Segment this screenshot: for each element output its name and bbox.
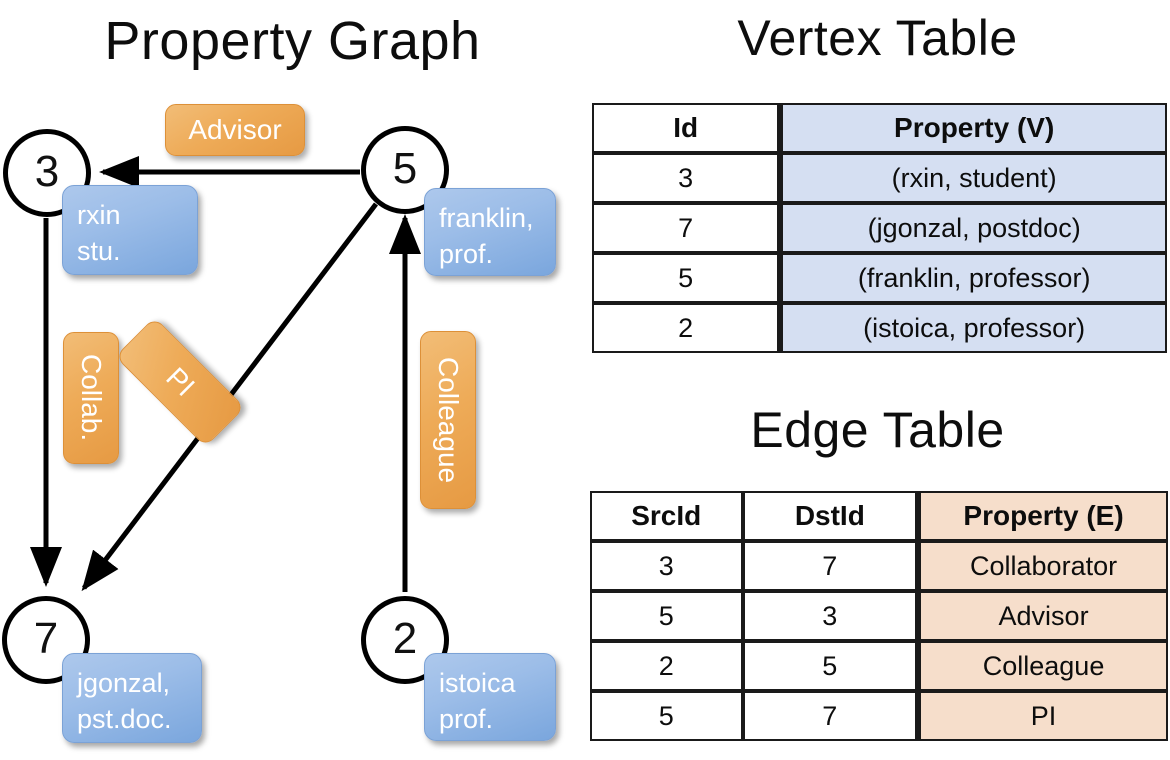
graph-vertex-5-id: 5: [392, 144, 418, 194]
vertex-property-box-franklin: franklin, prof.: [424, 188, 556, 276]
table-row: 5 3 Advisor: [590, 591, 1168, 641]
vertex-property-jgonzal-line2: pst.doc.: [77, 704, 172, 734]
vertex-row-0-property: (rxin, student): [779, 153, 1167, 203]
vertex-property-rxin-line2: stu.: [77, 236, 121, 266]
edge-row-0-dst: 7: [742, 541, 918, 591]
vertex-property-box-jgonzal: jgonzal, pst.doc.: [62, 653, 202, 743]
vertex-table-header-row: Id Property (V): [592, 103, 1167, 153]
graph-vertex-2[interactable]: 2: [361, 596, 449, 684]
table-row: 3 (rxin, student): [592, 153, 1167, 203]
vertex-table-header-property: Property (V): [779, 103, 1167, 153]
table-row: 5 7 PI: [590, 691, 1168, 741]
edge-row-1-dst: 3: [742, 591, 918, 641]
table-row: 5 (franklin, professor): [592, 253, 1167, 303]
vertex-property-rxin-line1: rxin: [77, 200, 121, 230]
edge-table-header-property: Property (E): [917, 491, 1168, 541]
edge-row-2-property: Colleague: [917, 641, 1168, 691]
edge-row-3-dst: 7: [742, 691, 918, 741]
edge-row-2-dst: 5: [742, 641, 918, 691]
vertex-property-franklin-line2: prof.: [439, 239, 494, 269]
edge-row-0-src: 3: [590, 541, 743, 591]
vertex-row-3-property: (istoica, professor): [779, 303, 1167, 353]
page-title-edge-table: Edge Table: [750, 402, 1005, 458]
vertex-table: Id Property (V) 3 (rxin, student) 7 (jgo…: [592, 103, 1167, 353]
vertex-row-1-property: (jgonzal, postdoc): [779, 203, 1167, 253]
table-row: 7 (jgonzal, postdoc): [592, 203, 1167, 253]
edge-table-header-row: SrcId DstId Property (E): [590, 491, 1168, 541]
table-row: 2 (istoica, professor): [592, 303, 1167, 353]
vertex-property-box-istoica: istoica prof.: [424, 653, 556, 741]
edge-row-1-src: 5: [590, 591, 743, 641]
property-graph-diagram: 3 5 7 2 rxin stu. franklin, prof. jgonza…: [2, 104, 556, 743]
edge-row-1-property: Advisor: [917, 591, 1168, 641]
edge-label-colleague-text: Colleague: [433, 356, 464, 484]
vertex-property-franklin-line1: franklin,: [439, 203, 534, 233]
edge-label-advisor-text: Advisor: [188, 114, 282, 145]
table-row: 3 7 Collaborator: [590, 541, 1168, 591]
page-title-property-graph: Property Graph: [104, 11, 481, 71]
vertex-property-istoica-line1: istoica: [439, 668, 516, 698]
graph-vertex-2-id: 2: [392, 614, 418, 664]
vertex-row-0-id: 3: [592, 153, 780, 203]
edge-row-2-src: 2: [590, 641, 743, 691]
edge-table: SrcId DstId Property (E) 3 7 Collaborato…: [590, 491, 1168, 741]
table-row: 2 5 Colleague: [590, 641, 1168, 691]
vertex-property-jgonzal-line1: jgonzal,: [77, 668, 171, 698]
edge-row-0-property: Collaborator: [917, 541, 1168, 591]
vertex-property-istoica-line2: prof.: [439, 704, 494, 734]
graph-vertex-3-id: 3: [34, 147, 60, 197]
edge-row-3-src: 5: [590, 691, 743, 741]
edge-label-colleague: Colleague: [420, 331, 476, 509]
edge-table-header-dstid: DstId: [742, 491, 918, 541]
graph-vertex-5[interactable]: 5: [361, 126, 449, 214]
page-title-vertex-table: Vertex Table: [737, 10, 1018, 66]
vertex-property-box-rxin: rxin stu.: [62, 185, 198, 275]
edge-row-3-property: PI: [917, 691, 1168, 741]
vertex-row-2-id: 5: [592, 253, 780, 303]
edge-label-collab: Collab.: [63, 332, 119, 464]
graph-vertex-7-id: 7: [33, 614, 59, 664]
vertex-row-3-id: 2: [592, 303, 780, 353]
vertex-row-1-id: 7: [592, 203, 780, 253]
vertex-row-2-property: (franklin, professor): [779, 253, 1167, 303]
vertex-table-header-id: Id: [592, 103, 780, 153]
edge-label-advisor: Advisor: [165, 104, 305, 156]
edge-table-header-srcid: SrcId: [590, 491, 743, 541]
edge-label-collab-text: Collab.: [76, 354, 107, 442]
